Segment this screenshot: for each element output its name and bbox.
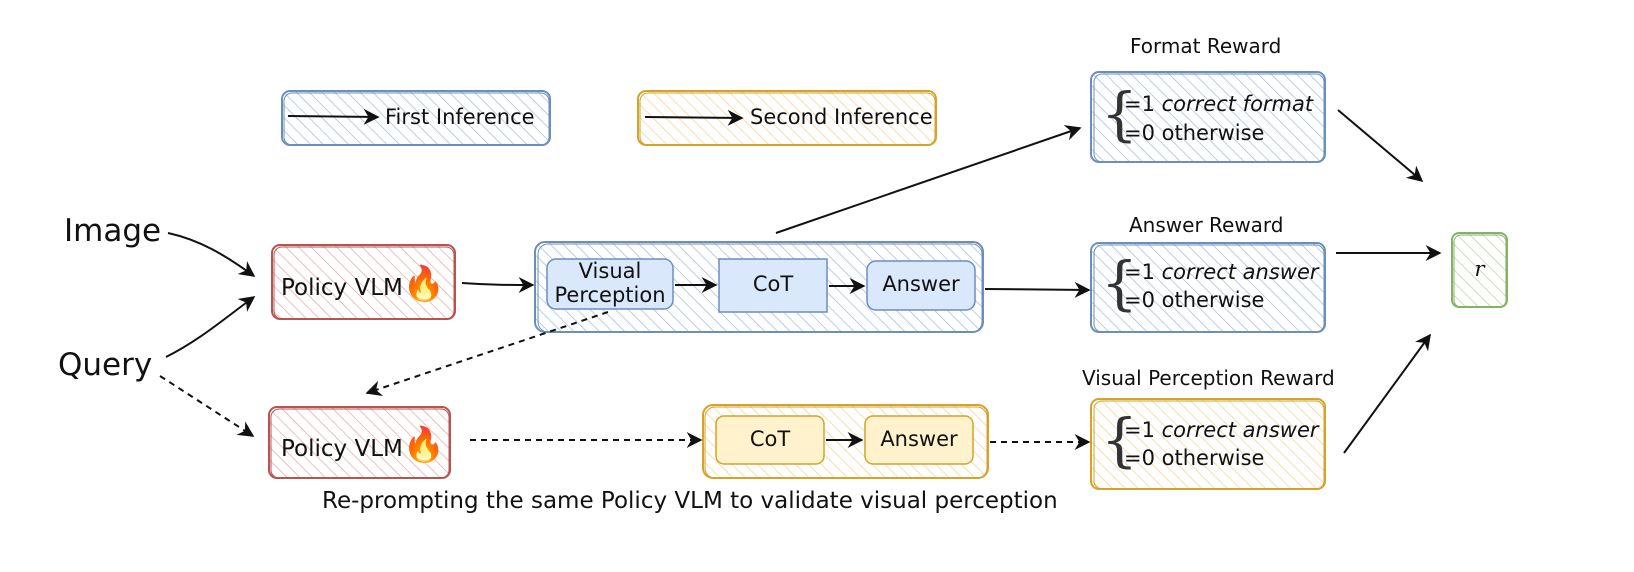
fire-icon: 🔥 — [402, 425, 446, 465]
visual-reward-line1: =1 correct answer — [1124, 418, 1319, 442]
policy-vlm-bottom-text: Policy VLM — [281, 436, 403, 462]
visual-perception-node — [546, 258, 674, 310]
arrow-pipeline-to-format-reward — [775, 125, 1082, 234]
diagram-caption: Re-prompting the same Policy VLM to vali… — [322, 488, 1058, 514]
policy-vlm-bottom-label: Policy VLM🔥 — [281, 425, 445, 465]
answer-reward-box — [1090, 242, 1326, 333]
format-reward-line1-prefix: =1 — [1124, 92, 1162, 116]
visual-perception-line2: Perception — [554, 283, 666, 307]
arrow-image-to-policy — [167, 232, 256, 277]
legend-second-inference — [637, 90, 937, 146]
format-reward-box — [1090, 71, 1326, 163]
visual-reward-line1-condition: correct answer — [1161, 418, 1319, 442]
arrow-visual-reward-to-r — [1343, 333, 1431, 454]
visual-perception-line1: Visual — [578, 259, 642, 283]
format-reward-line1: =1 correct format — [1124, 92, 1313, 116]
answer-reward-line1: =1 correct answer — [1124, 260, 1319, 284]
cot-second-label: CoT — [749, 427, 791, 451]
arrow-query-to-second-policy — [159, 375, 255, 437]
arrow-format-reward-to-r — [1337, 109, 1424, 183]
format-reward-line2: =0 otherwise — [1124, 121, 1265, 145]
answer-reward-line2: =0 otherwise — [1124, 288, 1265, 312]
answer-reward-title: Answer Reward — [1129, 213, 1284, 237]
arrow-visual-to-second-policy — [365, 311, 609, 396]
legend-first-inference — [281, 90, 551, 146]
visual-reward-brace: { — [1101, 406, 1138, 474]
answer-node-first — [866, 260, 976, 311]
visual-perception-reward-title: Visual Perception Reward — [1082, 366, 1335, 390]
visual-perception-reward-box — [1090, 398, 1326, 490]
policy-vlm-top-label: Policy VLM🔥 — [281, 264, 445, 304]
policy-vlm-box-bottom — [268, 406, 451, 479]
arrow-query-to-policy — [165, 296, 256, 358]
query-input-label: Query — [58, 347, 153, 383]
format-reward-brace: { — [1101, 80, 1138, 148]
policy-vlm-top-text: Policy VLM — [281, 275, 403, 301]
reward-output-box — [1451, 232, 1508, 308]
answer-node-second — [864, 415, 974, 465]
visual-reward-line1-prefix: =1 — [1124, 418, 1162, 442]
answer-reward-line1-prefix: =1 — [1124, 260, 1162, 284]
visual-reward-line2: =0 otherwise — [1124, 446, 1265, 470]
format-reward-title: Format Reward — [1130, 34, 1282, 58]
cot-node-second — [715, 415, 825, 465]
policy-vlm-box-top — [271, 244, 456, 320]
reward-output-label: r — [1474, 257, 1485, 281]
format-reward-line1-condition: correct format — [1161, 92, 1314, 116]
answer-second-label: Answer — [880, 427, 958, 451]
fire-icon: 🔥 — [402, 264, 446, 304]
answer-reward-brace: { — [1101, 249, 1138, 317]
legend-second-inference-label: Second Inference — [750, 105, 933, 129]
cot-node-first — [718, 258, 828, 313]
image-input-label: Image — [64, 213, 162, 249]
cot-first-label: CoT — [752, 272, 794, 296]
answer-reward-line1-condition: correct answer — [1161, 260, 1319, 284]
answer-first-label: Answer — [882, 272, 960, 296]
visual-perception-label: Visual Perception — [547, 259, 673, 307]
legend-first-inference-label: First Inference — [385, 105, 535, 129]
arrow-pipeline-to-answer-reward — [984, 281, 1091, 298]
arrow-policy-to-pipeline — [461, 276, 535, 293]
